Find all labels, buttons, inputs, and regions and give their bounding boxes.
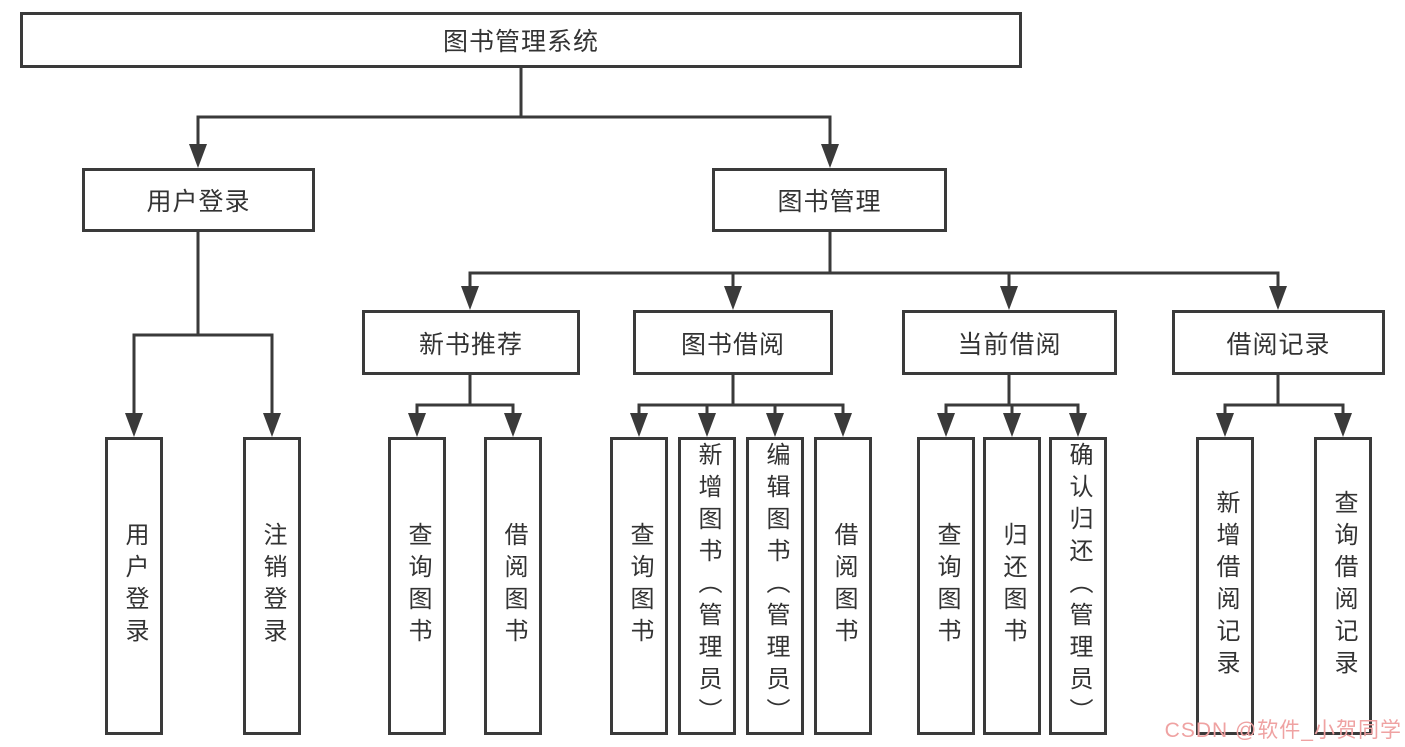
node-label: 新增借阅记录 bbox=[1212, 490, 1239, 682]
leaf-query-books-borrow: 查询图书 bbox=[610, 437, 668, 735]
node-label: 查询图书 bbox=[626, 522, 653, 650]
leaf-add-book-admin: 新增图书（管理员） bbox=[678, 437, 736, 735]
node-book-management: 图书管理 bbox=[712, 168, 947, 232]
leaf-edit-book-admin: 编辑图书（管理员） bbox=[746, 437, 804, 735]
node-label: 借阅图书 bbox=[500, 522, 527, 650]
leaf-logout: 注销登录 bbox=[243, 437, 301, 735]
node-label: 确认归还（管理员） bbox=[1065, 442, 1092, 730]
node-label: 新书推荐 bbox=[418, 330, 523, 359]
leaf-confirm-return-admin: 确认归还（管理员） bbox=[1049, 437, 1107, 735]
leaf-return-book: 归还图书 bbox=[983, 437, 1041, 735]
node-current-borrow: 当前借阅 bbox=[902, 310, 1117, 375]
node-book-borrow: 图书借阅 bbox=[633, 310, 833, 375]
node-label: 注销登录 bbox=[259, 522, 286, 650]
node-label: 新增图书（管理员） bbox=[694, 442, 721, 730]
node-label: 查询图书 bbox=[933, 522, 960, 650]
watermark-text: CSDN @软件_小贺同学 bbox=[1164, 719, 1402, 742]
node-new-book-recommend: 新书推荐 bbox=[362, 310, 580, 375]
node-label: 归还图书 bbox=[999, 522, 1026, 650]
node-label: 图书管理系统 bbox=[442, 28, 599, 56]
node-borrow-records: 借阅记录 bbox=[1172, 310, 1385, 375]
node-label: 查询借阅记录 bbox=[1330, 490, 1357, 682]
leaf-borrow-books: 借阅图书 bbox=[814, 437, 872, 735]
node-label: 查询图书 bbox=[404, 522, 431, 650]
node-label: 编辑图书（管理员） bbox=[762, 442, 789, 730]
node-label: 当前借阅 bbox=[957, 330, 1062, 359]
leaf-borrow-books-recommend: 借阅图书 bbox=[484, 437, 542, 735]
node-label: 图书借阅 bbox=[680, 330, 785, 359]
leaf-query-books-recommend: 查询图书 bbox=[388, 437, 446, 735]
leaf-query-borrow-record: 查询借阅记录 bbox=[1314, 437, 1372, 735]
leaf-add-borrow-record: 新增借阅记录 bbox=[1196, 437, 1254, 735]
leaf-user-login: 用户登录 bbox=[105, 437, 163, 735]
leaf-query-books-current: 查询图书 bbox=[917, 437, 975, 735]
node-user-login: 用户登录 bbox=[82, 168, 315, 232]
node-label: 用户登录 bbox=[121, 522, 148, 650]
node-label: 用户登录 bbox=[146, 188, 251, 216]
node-label: 借阅记录 bbox=[1226, 330, 1331, 359]
node-library-system: 图书管理系统 bbox=[20, 12, 1022, 68]
node-label: 图书管理 bbox=[777, 188, 882, 216]
node-label: 借阅图书 bbox=[830, 522, 857, 650]
